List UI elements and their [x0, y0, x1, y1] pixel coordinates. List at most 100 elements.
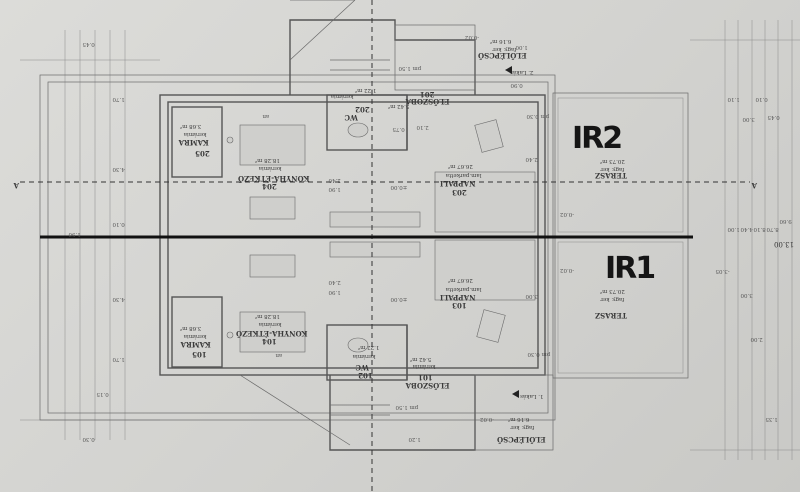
- entrance-arrow-icon: [505, 66, 512, 74]
- unit-2: 201 ELŐSZOBA kerámia 1.22 m² 202 WC 5.42…: [178, 38, 627, 197]
- room-105-name: KAMRA: [180, 340, 211, 349]
- dim: 1.70: [112, 356, 125, 362]
- room-102-name: WC: [355, 363, 370, 372]
- handwritten-label-ir1: IR1: [605, 251, 654, 286]
- step-width: 1.00: [515, 44, 528, 50]
- dim: 0.10: [112, 221, 125, 227]
- opening-width: 2.40: [525, 156, 538, 162]
- dim: 4.40: [740, 226, 753, 232]
- room-202-area: 1.22 m²: [355, 87, 376, 94]
- room-201-area: 5.42 m²: [388, 103, 409, 110]
- door-width: 0.90: [510, 82, 523, 88]
- terrace-2-finish: fagy. ker: [600, 166, 624, 172]
- left-dimensions: 0.45 1.70 4.30 0.10 1.90 4.30 1.70 0.15 …: [68, 41, 125, 442]
- level-terrace-2: -0.02: [560, 211, 574, 217]
- opening-width: 2.40: [328, 279, 341, 285]
- room-205-finish: kerámia: [183, 131, 206, 138]
- room-203-number: 203: [452, 188, 467, 197]
- terrace-2-name: TERASZ: [595, 171, 627, 180]
- room-102-number: 102: [358, 371, 373, 380]
- room-101-number: 101: [418, 373, 433, 382]
- dim: 1.35: [765, 416, 778, 422]
- room-101-name: ELŐSZOBA: [405, 381, 450, 390]
- opening-dimensions: 2.40 1.90 2.40 1.90 2.40 3.00 2.10 0.90 …: [328, 44, 538, 442]
- terrace-1-name: TERASZ: [595, 311, 627, 320]
- stair-parapet-1: pm 1.50: [395, 404, 418, 410]
- dim: 0.30: [82, 436, 95, 442]
- room-103-finish: lam.parketta: [445, 286, 481, 292]
- dim: 2.00: [750, 336, 763, 342]
- room-202-name: WC: [344, 113, 359, 122]
- room-104-name: KONYHA-ÉTKEZŐ: [236, 329, 308, 338]
- right-dimension-lines: [690, 20, 800, 460]
- level-ground: -3.05: [715, 268, 730, 274]
- opening-width: 2.40: [328, 177, 341, 183]
- room-202-number: 202: [355, 105, 370, 114]
- front-steps-1-name: ELŐLÉPCSŐ: [497, 435, 546, 444]
- level-floor-2: ±0.00: [390, 184, 407, 190]
- dim: 0.45: [767, 114, 780, 120]
- front-steps-1-finish: fagy. ker: [510, 424, 534, 430]
- kitchen-note-2: an: [262, 113, 269, 119]
- room-105-number: 105: [192, 350, 207, 359]
- dim: 8.70: [766, 226, 779, 232]
- kitchen-note-1: an: [275, 352, 282, 358]
- level-floor-1: ±0.00: [390, 296, 407, 302]
- unit-2-label: 2. Lakás: [510, 69, 534, 76]
- room-204-area: 18.28 m²: [255, 157, 280, 164]
- front-steps-2-name: ELŐLÉPCSŐ: [478, 51, 527, 60]
- level-steps-2: -0.02: [465, 34, 479, 40]
- terrace-1-area: 20.73 m²: [600, 288, 625, 295]
- dim: 4.30: [112, 166, 125, 172]
- room-102-area: 1.22 m²: [358, 344, 379, 351]
- dim-overall-length: 13.00: [774, 240, 794, 248]
- entrance-arrow-icon: [512, 390, 519, 398]
- room-203-name: NAPPALI: [440, 179, 475, 188]
- terrace-1-finish: fagy. ker: [600, 296, 624, 302]
- section-marker-right: A: [751, 181, 758, 190]
- level-steps-1: -0.02: [480, 416, 494, 422]
- dim: 1.90: [68, 231, 81, 237]
- furniture: [226, 119, 536, 353]
- room-201-eloszoba: 201 ELŐSZOBA: [405, 90, 450, 106]
- section-marker-left: A: [13, 181, 20, 190]
- room-103-name: NAPPALI: [440, 293, 475, 302]
- room-204-number: 204: [262, 182, 277, 191]
- front-steps-1-area: 6.16 m²: [508, 416, 529, 423]
- room-number: 201: [420, 90, 435, 99]
- parapet-1: pm 0.30: [527, 351, 550, 357]
- dim: 8.10: [753, 226, 766, 232]
- dim: 1.00: [727, 226, 740, 232]
- door-height: 2.10: [416, 124, 429, 130]
- room-101-area: 5.42 m²: [410, 356, 431, 363]
- dim: 3.00: [740, 292, 753, 298]
- room-105-finish: kerámia: [183, 333, 206, 340]
- room-104-area: 18.28 m²: [255, 313, 280, 320]
- room-203-area: 26.67 m²: [448, 163, 473, 170]
- opening-height: 1.90: [328, 289, 341, 295]
- door-width: 0.75: [392, 126, 405, 132]
- level-terrace-1: -0.02: [560, 267, 574, 273]
- handwritten-label-ir2: IR2: [572, 121, 621, 156]
- room-103-number: 103: [452, 301, 467, 310]
- room-101-finish: kerámia: [412, 363, 435, 370]
- room-203-finish: lam.parketta: [445, 172, 481, 178]
- room-204-finish: kerámia: [258, 165, 281, 172]
- opening-height: 3.00: [525, 293, 538, 299]
- unit-1-label: 1. Lakás: [520, 393, 544, 400]
- dim: 4.30: [112, 296, 125, 302]
- dim: 9.60: [779, 218, 792, 224]
- room-name: ELŐSZOBA: [405, 97, 450, 106]
- left-dimension-lines: [20, 30, 160, 440]
- dim: 3.00: [742, 116, 755, 122]
- room-205-number: 205: [195, 149, 210, 158]
- front-steps-2-area: 6.16 m²: [490, 38, 511, 45]
- dim: 0.10: [755, 96, 768, 102]
- front-steps-2-finish: fagy. ker: [492, 46, 516, 52]
- room-104-number: 104: [262, 337, 277, 346]
- parapet-2: pm 0.30: [526, 113, 549, 119]
- opening-height: 1.90: [328, 186, 341, 192]
- room-105-area: 3.68 m²: [180, 325, 201, 332]
